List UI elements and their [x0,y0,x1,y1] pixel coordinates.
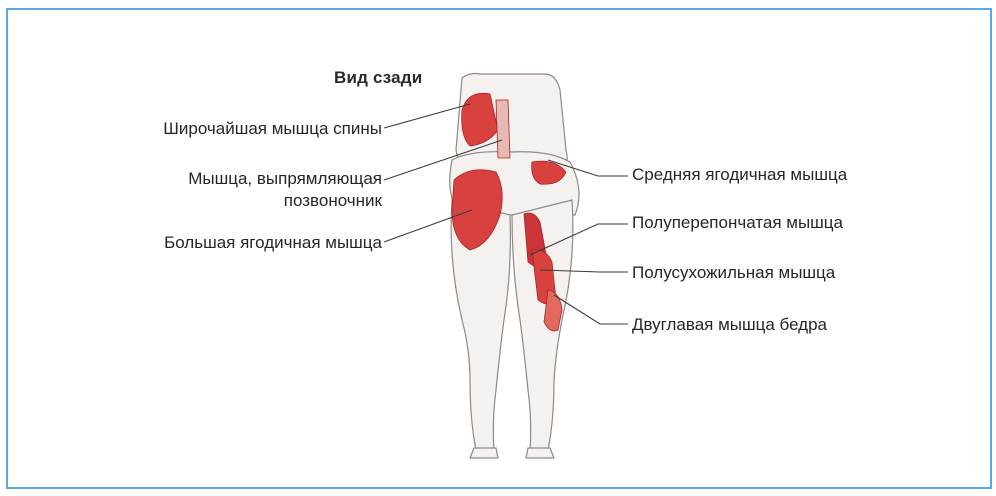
leader-latissimus [384,104,470,128]
label-latissimus: Широчайшая мышца спины [163,118,382,140]
label-biceps-femoris-text: Двуглавая мышца бедра [632,315,827,334]
label-semitendinosus-text: Полусухожильная мышца [632,263,835,282]
label-gluteus-maximus-text: Большая ягодичная мышца [164,233,382,252]
label-gluteus-medius-text: Средняя ягодичная мышца [632,165,847,184]
label-semimembranosus-text: Полуперепончатая мышца [632,213,843,232]
label-erector-line1: Мышца, выпрямляющая [188,168,382,190]
label-gluteus-maximus: Большая ягодичная мышца [164,232,382,254]
diagram-title: Вид сзади [334,68,422,88]
label-latissimus-text: Широчайшая мышца спины [163,119,382,138]
erector-muscle [496,100,510,158]
label-erector-line2: позвоночник [188,190,382,212]
label-erector: Мышца, выпрямляющая позвоночник [188,168,382,212]
label-biceps-femoris: Двуглавая мышца бедра [632,314,827,336]
label-semitendinosus: Полусухожильная мышца [632,262,835,284]
label-gluteus-medius: Средняя ягодичная мышца [632,164,847,186]
label-semimembranosus: Полуперепончатая мышца [632,212,843,234]
